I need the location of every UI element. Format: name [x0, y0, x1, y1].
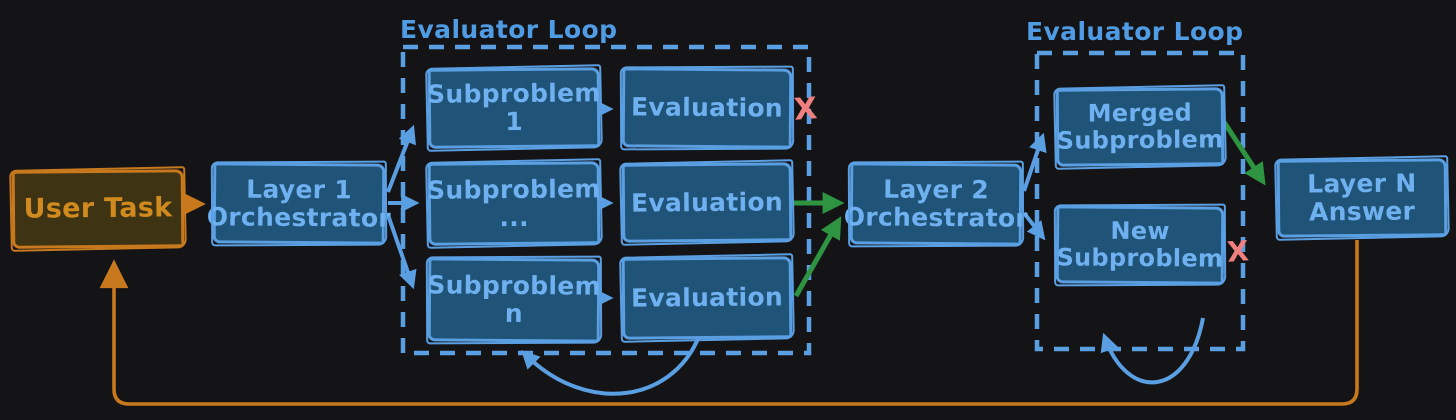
node-user-task[interactable]: User Task — [11, 169, 185, 249]
node-subproblem-n[interactable]: Subproblem n — [427, 257, 602, 343]
node-evaluation-3[interactable]: Evaluation — [621, 256, 793, 340]
node-layer1-orchestrator-label: Layer 1 Orchestrator — [206, 174, 392, 233]
node-layer2-orchestrator[interactable]: Layer 2 Orchestrator — [844, 162, 1028, 246]
loop1-title: Evaluator Loop — [400, 15, 618, 44]
node-layer-n-answer-label: Layer N Answer — [1307, 168, 1417, 227]
rejected-x-icon-new-subproblem: X — [1225, 234, 1250, 269]
arrow-layer2-to-new-subproblem — [1022, 211, 1046, 241]
node-new-subproblem-label: New Subproblem — [1056, 216, 1224, 273]
arrow-layer2-to-merged-subproblem — [1022, 132, 1047, 192]
arrow-evaluation3-to-layer2 — [793, 216, 842, 298]
node-merged-subproblem[interactable]: Merged Subproblem — [1055, 87, 1225, 167]
arrow-layer1-to-subproblem-n — [386, 214, 417, 290]
arrow-merged-subproblem-to-layer-n — [1221, 120, 1266, 186]
arrow-loop2-retry-curve — [1100, 317, 1205, 385]
node-subproblem-1[interactable]: Subproblem 1 — [426, 67, 601, 149]
node-evaluation-1-label: Evaluation — [630, 92, 784, 123]
loop1-dashed-frame — [400, 44, 812, 356]
node-evaluation-1[interactable]: Evaluation — [621, 67, 793, 149]
arrow-feedback-layer-n-to-user-task — [99, 240, 1359, 406]
node-layer1-orchestrator[interactable]: Layer 1 Orchestrator — [207, 162, 391, 245]
node-subproblem-dots[interactable]: Subproblem ... — [426, 161, 601, 246]
node-user-task-label: User Task — [23, 192, 173, 225]
loop2-title: Evaluator Loop — [1026, 17, 1244, 46]
arrow-layer1-to-subproblem1 — [386, 124, 416, 193]
node-evaluation-2-label: Evaluation — [630, 186, 784, 218]
node-subproblem-n-label: Subproblem n — [427, 270, 602, 329]
node-subproblem-dots-label: Subproblem ... — [426, 173, 601, 232]
node-layer2-orchestrator-label: Layer 2 Orchestrator — [843, 174, 1029, 233]
node-subproblem-1-label: Subproblem 1 — [426, 78, 601, 137]
node-evaluation-2[interactable]: Evaluation — [621, 162, 793, 243]
loop2-dashed-frame — [1034, 50, 1246, 352]
node-new-subproblem[interactable]: New Subproblem — [1055, 205, 1225, 285]
node-layer-n-answer[interactable]: Layer N Answer — [1276, 158, 1448, 238]
arrow-loop1-retry-curve — [521, 327, 704, 396]
node-merged-subproblem-label: Merged Subproblem — [1056, 98, 1224, 155]
node-evaluation-3-label: Evaluation — [630, 282, 784, 313]
rejected-x-icon-evaluation-1: X — [792, 91, 819, 128]
